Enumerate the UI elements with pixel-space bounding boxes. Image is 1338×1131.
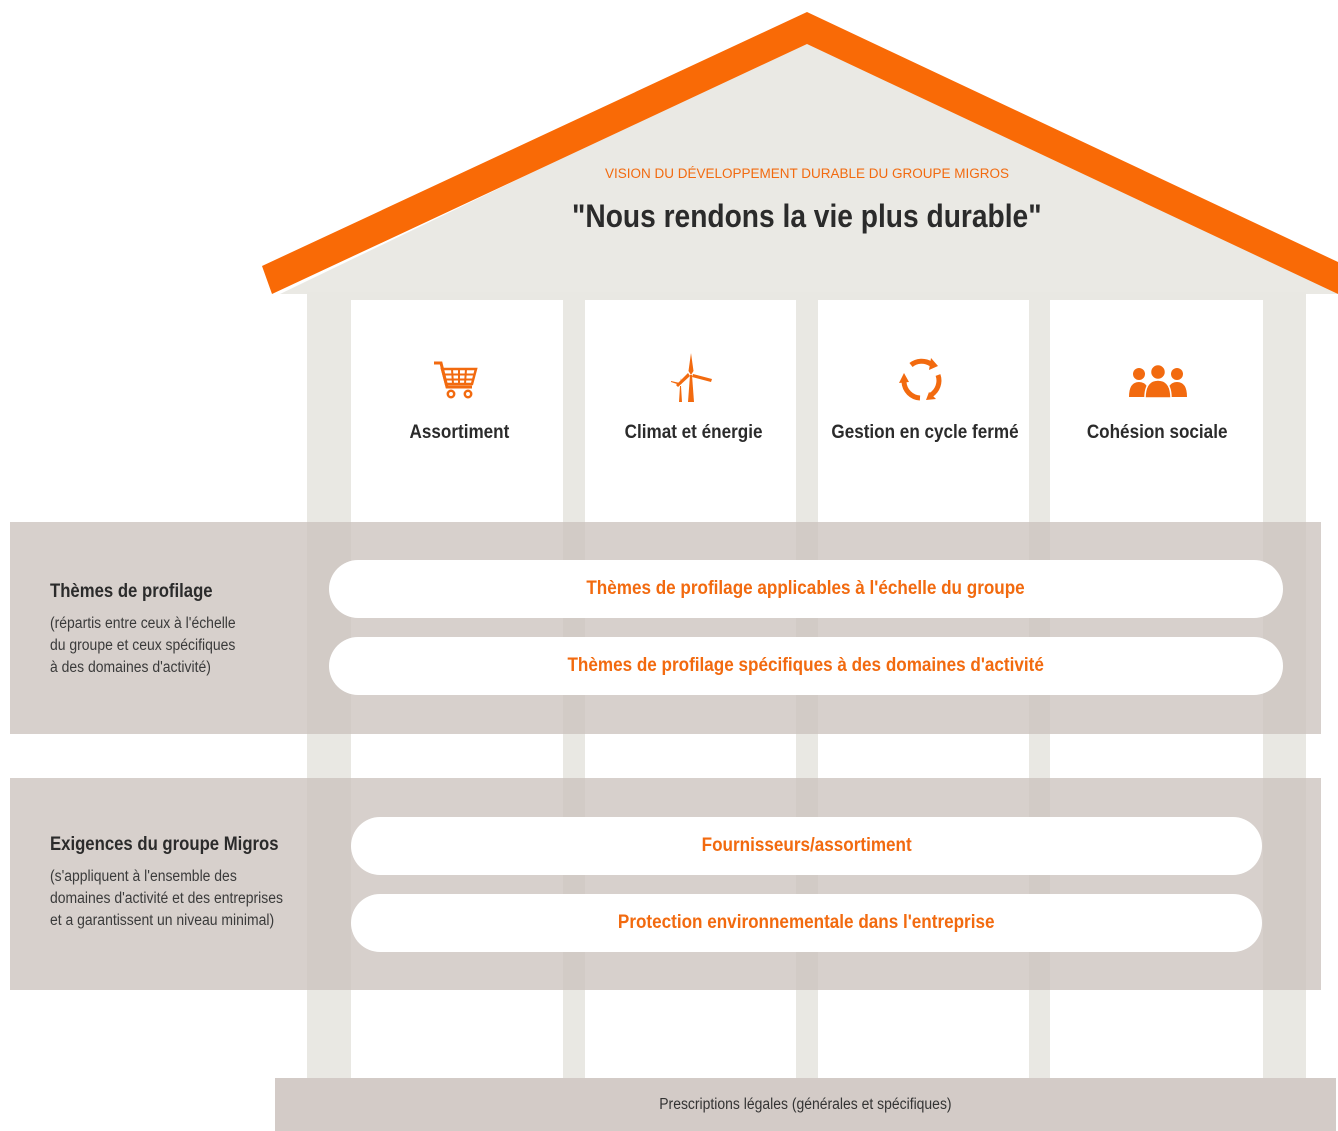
recycle-cycle-icon [899,358,942,401]
people-group-icon [1129,363,1187,399]
pillar-label-assortiment: Assortiment [409,422,509,443]
pillar-label-gestion: Gestion en cycle fermé [831,422,1019,443]
pillar-gestion [818,300,1029,522]
profiling-band [10,522,1321,734]
requirements-description: (s'appliquent à l'ensemble des domaines … [50,868,283,929]
pillar-assortiment [351,300,563,522]
profiling-description: (répartis entre ceux à l'échelle du grou… [50,615,236,676]
pillar-cohesion [1050,300,1263,522]
wind-turbine-icon [671,353,712,402]
requirements-item-environment: Protection environnementale dans l'entre… [351,894,1262,952]
legal-foundation-bar: Prescriptions légales (générales et spéc… [275,1078,1336,1131]
requirements-title: Exigences du groupe Migros [50,834,279,855]
shopping-cart-icon [434,361,478,399]
vision-label: VISION DU DÉVELOPPEMENT DURABLE DU GROUP… [604,166,1010,181]
vision-title: "Nous rendons la vie plus durable" [572,198,1042,234]
house-roof [262,12,1338,294]
profiling-item-group: Thèmes de profilage applicables à l'éche… [329,560,1283,618]
ceiling-strip [307,292,1306,300]
requirements-band [10,778,1321,990]
pillar-climat [585,300,796,522]
pillar-label-climat: Climat et énergie [625,422,763,443]
profiling-item-domains: Thèmes de profilage spécifiques à des do… [329,637,1283,695]
pillar-label-cohesion: Cohésion sociale [1086,422,1228,443]
requirements-item-suppliers: Fournisseurs/assortiment [351,817,1262,875]
profiling-title: Thèmes de profilage [50,581,213,602]
